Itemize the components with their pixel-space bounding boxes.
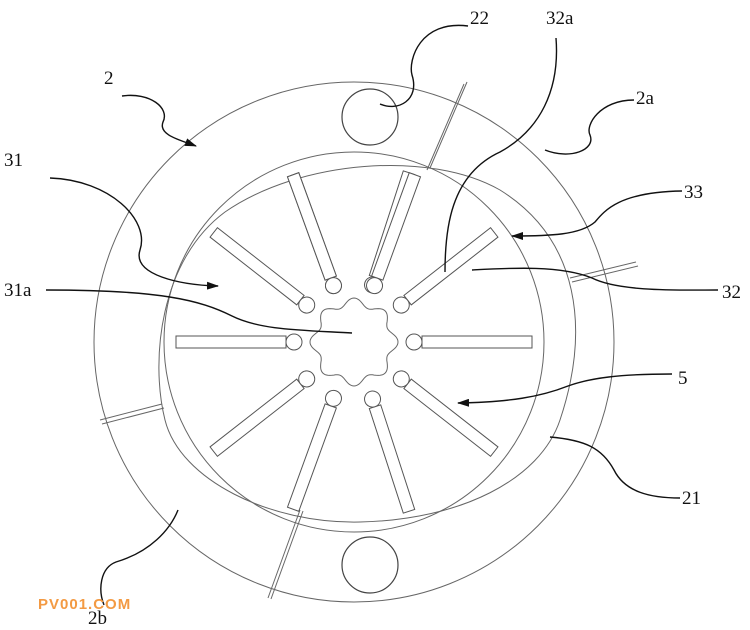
division-line	[429, 81, 468, 169]
label-2a: 2a	[636, 88, 655, 109]
vane-slot-end	[366, 277, 384, 295]
mounting-hole-bottom	[341, 536, 399, 594]
leader-32	[471, 267, 719, 291]
leader-32a	[444, 37, 558, 273]
vane-slot	[405, 333, 533, 351]
vane-slot	[175, 333, 303, 351]
vane-slot-end	[285, 333, 303, 351]
vane-slot	[209, 370, 316, 458]
vane-slot	[392, 226, 499, 314]
leader-33	[511, 190, 683, 240]
division-line	[569, 261, 637, 279]
vane-slot-end	[298, 296, 316, 314]
vane-slot	[209, 226, 316, 314]
rotor-disc	[163, 151, 545, 533]
mounting-hole-top	[341, 88, 399, 146]
vane-slot-end	[324, 277, 342, 295]
label-2: 2	[104, 68, 114, 89]
vane-slot-end	[364, 390, 382, 408]
division-line	[101, 407, 165, 425]
division-line	[571, 265, 639, 283]
division-line	[267, 509, 301, 599]
outer-disc	[93, 81, 615, 603]
vane-slot-end	[392, 296, 410, 314]
vane-slot-body	[403, 378, 499, 458]
label-32: 32	[722, 282, 741, 303]
vane-slot-body	[286, 172, 338, 281]
vane-slot-body	[370, 172, 422, 281]
vane-slot-body	[286, 403, 338, 512]
watermark: PV001.COM	[38, 596, 131, 613]
vane-slot-body	[368, 404, 416, 514]
vane-slot-end	[392, 370, 410, 388]
leader-2b	[100, 509, 179, 606]
division-line	[99, 403, 163, 421]
vane-slot-body	[209, 378, 305, 458]
vane-slot	[286, 389, 342, 512]
vane-slot-end	[324, 389, 342, 407]
vane-slots	[175, 170, 533, 514]
label-31a: 31a	[4, 280, 32, 301]
vane-slot	[364, 390, 416, 514]
vane-slot	[392, 370, 499, 458]
vane-slot	[366, 172, 422, 295]
division-line	[270, 510, 304, 600]
leader-31a	[45, 289, 353, 334]
leader-22	[379, 24, 469, 108]
label-22: 22	[470, 8, 489, 29]
leader-2	[121, 94, 197, 147]
leader-5	[457, 373, 673, 407]
label-5: 5	[678, 368, 688, 389]
leader-2a	[544, 99, 635, 155]
vane-slot-body	[421, 335, 533, 349]
cam-profile	[158, 165, 576, 523]
label-21: 21	[682, 488, 701, 509]
leader-21	[549, 436, 681, 499]
vane-slot-body	[209, 226, 305, 306]
label-31: 31	[4, 150, 23, 171]
vane-slot	[286, 172, 342, 295]
label-33: 33	[684, 182, 703, 203]
leader-31	[49, 177, 219, 290]
label-2b: 2b	[88, 608, 107, 629]
vane-slot-end	[298, 370, 316, 388]
splined-hub	[309, 297, 399, 387]
division-line	[426, 83, 465, 171]
vane-slot-end	[405, 333, 423, 351]
label-32a: 32a	[546, 8, 574, 29]
vane-slot-body	[403, 226, 499, 306]
vane-slot-body	[175, 335, 287, 349]
